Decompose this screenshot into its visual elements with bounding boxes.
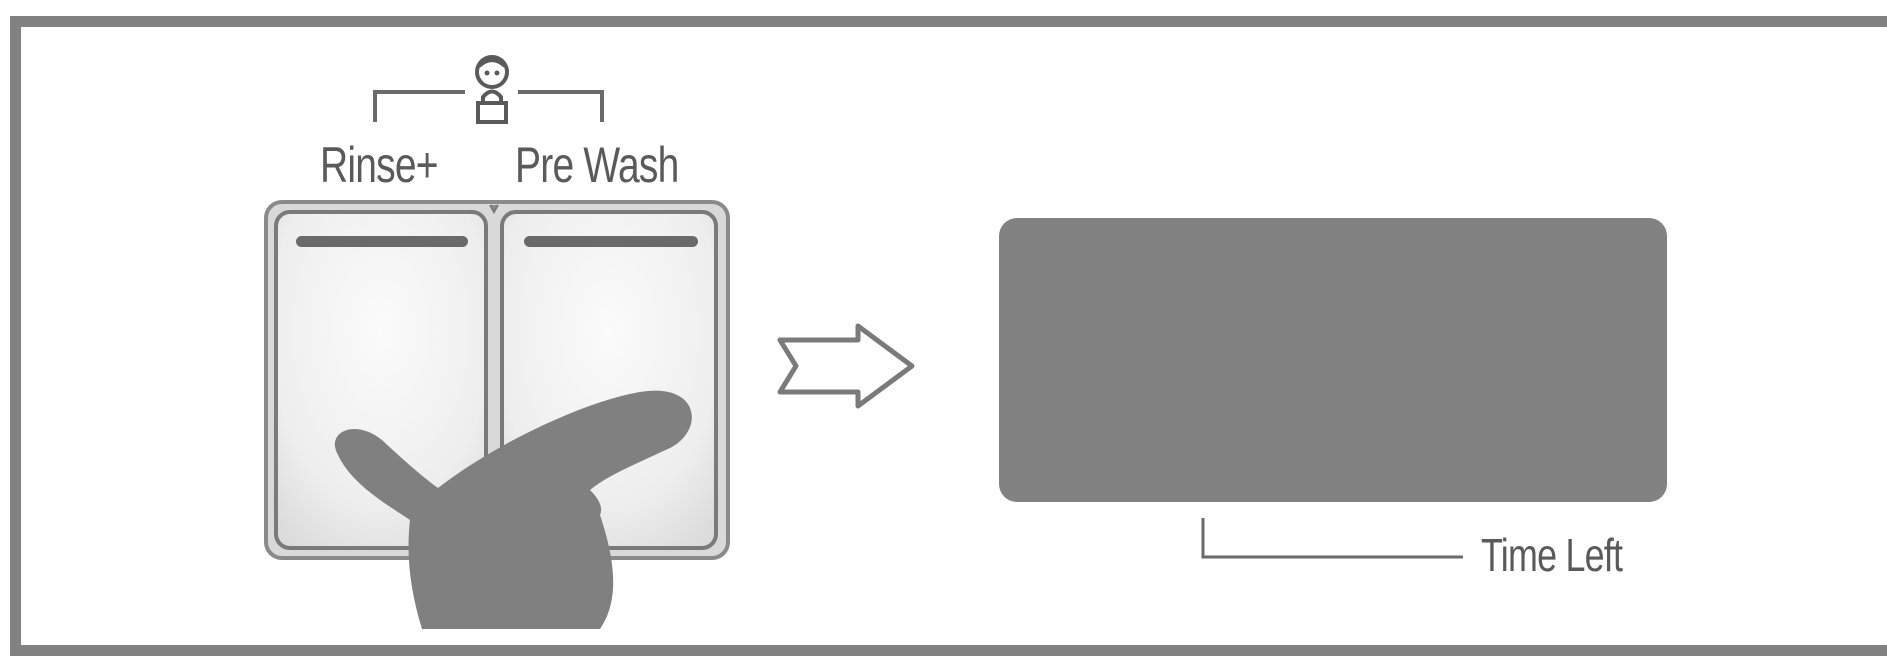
lock-icon	[478, 92, 506, 123]
time-left-label: Time Left	[1481, 528, 1622, 582]
child-face-icon	[477, 57, 507, 87]
rinse-plus-indicator	[296, 236, 468, 247]
pre-wash-indicator	[524, 236, 698, 247]
rinse-plus-label: Rinse+	[320, 136, 438, 194]
time-left-leader-line	[1203, 518, 1463, 557]
pre-wash-label: Pre Wash	[515, 136, 679, 194]
right-arrow-icon	[780, 326, 912, 406]
time-display-screen	[999, 218, 1667, 502]
